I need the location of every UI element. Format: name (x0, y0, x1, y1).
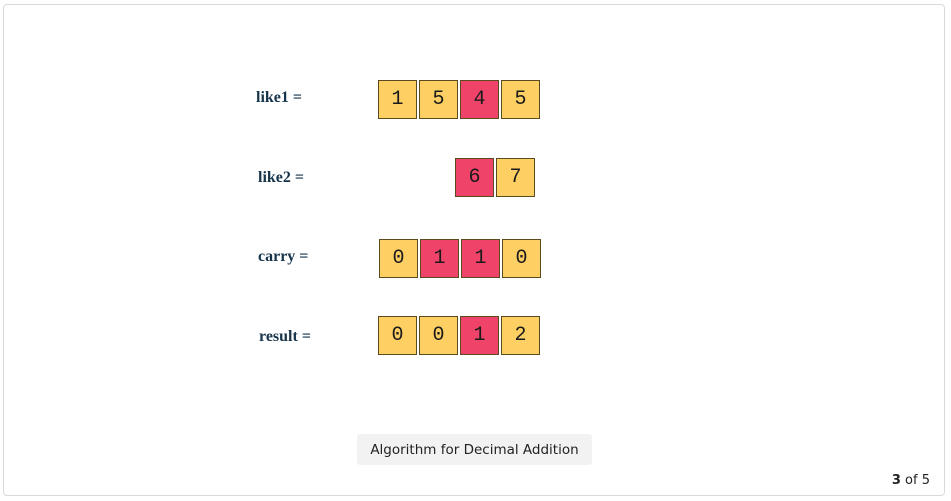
slide-caption: Algorithm for Decimal Addition (357, 434, 592, 465)
like1-label: like1 = (256, 89, 303, 106)
carry-digit-cell: 0 (379, 239, 418, 278)
pager-total: 5 (921, 473, 930, 488)
result-digit-cell: 0 (419, 316, 458, 355)
like2-digit-cell: 6 (455, 158, 494, 197)
carry-label: carry = (258, 248, 309, 265)
carry-digit-cell: 0 (502, 239, 541, 278)
like1-digit-cell: 4 (460, 80, 499, 119)
like1-digit-cell: 5 (419, 80, 458, 119)
like1-digit-cell: 1 (378, 80, 417, 119)
like2-digit-cell: 7 (496, 158, 535, 197)
slide-pager: 3 of 5 (892, 473, 930, 488)
like1-digit-cell: 5 (501, 80, 540, 119)
carry-digit-cell: 1 (420, 239, 459, 278)
result-digit-cell: 2 (501, 316, 540, 355)
carry-digit-cell: 1 (461, 239, 500, 278)
pager-current: 3 (891, 473, 901, 488)
like2-label: like2 = (258, 169, 305, 186)
result-label: result = (259, 328, 311, 345)
pager-separator: of (900, 473, 922, 488)
result-digit-cell: 0 (378, 316, 417, 355)
result-digit-cell: 1 (460, 316, 499, 355)
